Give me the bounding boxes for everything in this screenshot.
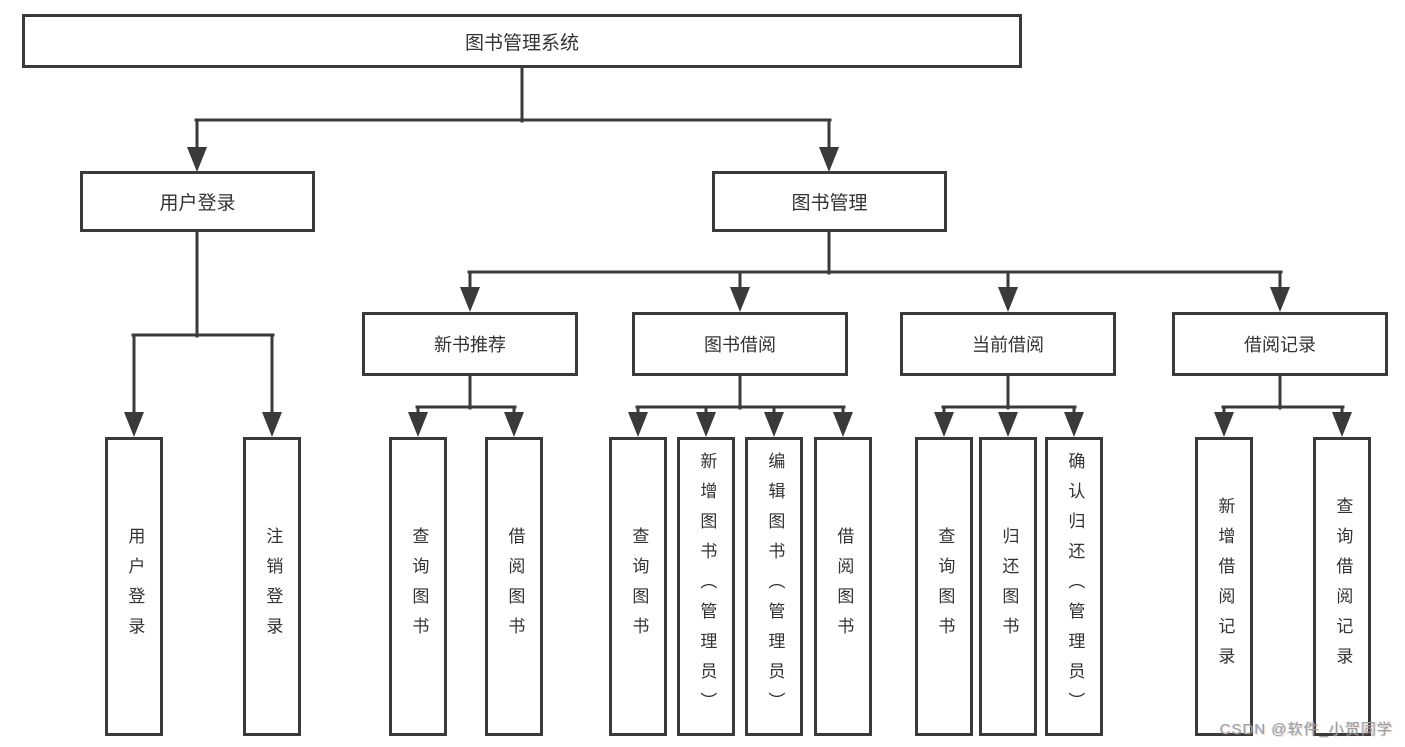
connector-borrow-records — [1221, 374, 1345, 416]
connector-root — [194, 66, 832, 152]
connector-book-management — [467, 230, 1283, 292]
node-label: 新增借阅记录 — [1215, 496, 1235, 677]
node-book-management: 图书管理 — [712, 171, 947, 232]
node-leaf-search-books-borrowing: 查询图书 — [609, 437, 667, 736]
node-book-borrowing: 图书借阅 — [632, 312, 848, 376]
arrowhead — [124, 412, 144, 437]
node-label: 查询借阅记录 — [1333, 496, 1353, 677]
node-label: 查询图书 — [409, 526, 429, 647]
arrowhead — [764, 412, 784, 437]
node-new-book-recommend: 新书推荐 — [362, 312, 578, 376]
connector-new-books — [415, 374, 517, 416]
arrowhead — [998, 412, 1018, 437]
arrowhead — [1064, 412, 1084, 437]
arrowhead — [262, 412, 282, 437]
node-label: 查询图书 — [629, 526, 649, 647]
arrowhead — [1214, 412, 1234, 437]
node-label: 编辑图书（管理员） — [765, 451, 785, 722]
arrowhead — [408, 412, 428, 437]
arrowhead — [628, 412, 648, 437]
arrowhead — [187, 147, 207, 172]
arrowhead — [819, 147, 839, 172]
connector-current-borrowing — [941, 374, 1077, 416]
arrowheads — [124, 147, 1352, 437]
node-user-login: 用户登录 — [80, 171, 315, 232]
node-label: 用户登录 — [125, 526, 145, 647]
arrowhead — [696, 412, 716, 437]
node-leaf-search-borrow-record: 查询借阅记录 — [1313, 437, 1371, 736]
arrowhead — [1270, 287, 1290, 312]
connector-user-login — [131, 230, 275, 416]
node-label: 查询图书 — [935, 526, 955, 647]
node-label: 用户登录 — [159, 193, 236, 214]
node-leaf-logout: 注销登录 — [243, 437, 301, 736]
arrowhead — [1332, 412, 1352, 437]
node-label: 确认归还（管理员） — [1065, 451, 1085, 722]
node-label: 图书管理系统 — [464, 32, 579, 54]
node-current-borrowing: 当前借阅 — [900, 312, 1116, 376]
arrowhead — [460, 287, 480, 312]
node-leaf-confirm-return-admin: 确认归还（管理员） — [1045, 437, 1103, 736]
node-leaf-search-books-current: 查询图书 — [915, 437, 973, 736]
node-leaf-add-books-admin: 新增图书（管理员） — [677, 437, 735, 736]
arrowhead — [998, 287, 1018, 312]
node-label: 新增图书（管理员） — [697, 451, 717, 722]
node-label: 归还图书 — [999, 526, 1019, 647]
arrowhead — [730, 287, 750, 312]
node-leaf-borrow-books: 借阅图书 — [814, 437, 872, 736]
arrowhead — [934, 412, 954, 437]
node-label: 借阅记录 — [1244, 335, 1316, 355]
node-label: 当前借阅 — [972, 335, 1044, 355]
node-leaf-search-books-recommend: 查询图书 — [389, 437, 447, 736]
node-borrow-records: 借阅记录 — [1172, 312, 1388, 376]
arrowhead — [833, 412, 853, 437]
node-leaf-add-borrow-record: 新增借阅记录 — [1195, 437, 1253, 736]
node-label: 图书借阅 — [704, 335, 776, 355]
node-leaf-return-books: 归还图书 — [979, 437, 1037, 736]
node-label: 新书推荐 — [434, 335, 506, 355]
node-label: 图书管理 — [791, 193, 868, 214]
connector-book-borrowing — [635, 374, 846, 416]
node-leaf-edit-books-admin: 编辑图书（管理员） — [745, 437, 803, 736]
node-label: 借阅图书 — [505, 526, 525, 647]
csdn-watermark: CSDN @软件_小贺同学 — [1219, 721, 1393, 738]
node-label: 借阅图书 — [834, 526, 854, 647]
node-label: 注销登录 — [263, 526, 283, 647]
node-leaf-borrow-books-recommend: 借阅图书 — [485, 437, 543, 736]
arrowhead — [504, 412, 524, 437]
node-root-library-system: 图书管理系统 — [22, 14, 1022, 68]
node-leaf-user-login: 用户登录 — [105, 437, 163, 736]
